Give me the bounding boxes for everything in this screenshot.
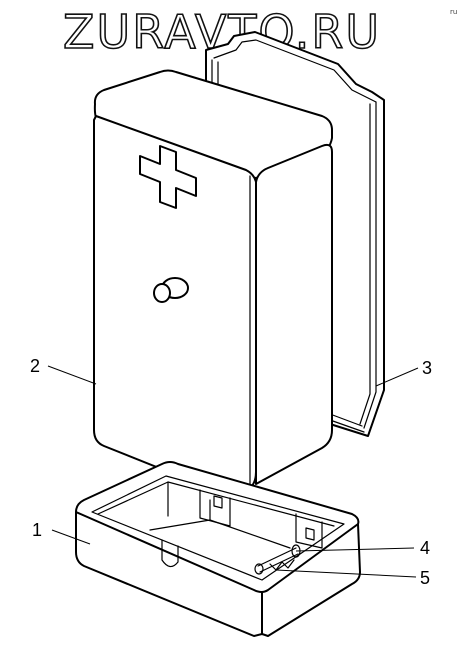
watermark-corner-mark: ru (450, 8, 457, 16)
callout-label-3: 3 (422, 358, 432, 378)
callout-label-2: 2 (30, 356, 40, 376)
callout-label-1: 1 (32, 520, 42, 540)
leader-line-4 (295, 547, 415, 552)
watermark-text: ZURAVTO.RU (63, 5, 381, 59)
leader-line-2 (47, 365, 97, 385)
case-cover (93, 69, 333, 497)
leader-line-1 (51, 529, 91, 545)
callout-label-4: 4 (420, 538, 430, 558)
latch-button-icon (153, 277, 189, 303)
latch-spring (254, 559, 295, 575)
case-base (75, 461, 361, 637)
callout-label-5: 5 (420, 568, 430, 588)
plus-cross-icon (139, 145, 197, 209)
leader-line-3 (375, 367, 419, 387)
leader-line-5 (275, 569, 417, 578)
